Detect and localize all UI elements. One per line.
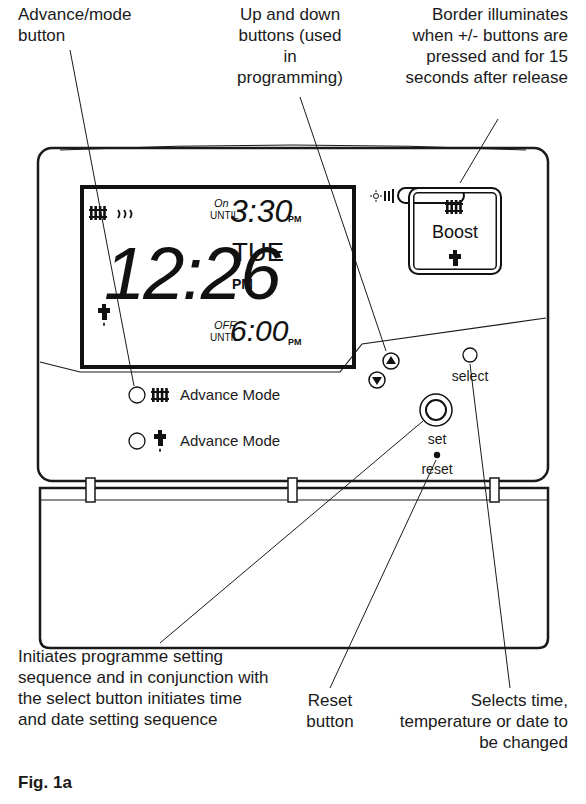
boost-button: Boost [408, 187, 502, 275]
button-label: reset [397, 460, 477, 478]
node-text: 6:00 [230, 316, 288, 346]
callout-label: Reset button [282, 690, 378, 732]
button-label: Advance Mode [180, 385, 330, 404]
callout-label: Selects time, temperature or date to be … [398, 690, 568, 753]
button-label: Advance Mode [180, 431, 330, 450]
node-text: 3:30 [230, 195, 292, 227]
callout-label: Up and down buttons (used in programming… [232, 4, 348, 88]
button-label: set [397, 430, 477, 448]
node-text: On [214, 198, 229, 209]
lcd-screen: OnUNTIL3:30PM12:26TUEPMOFFUNTIL6:00PM [80, 185, 356, 369]
node-text: PM [288, 338, 302, 347]
node-text: Boost [410, 223, 500, 241]
node-text: TUE [232, 239, 284, 265]
callout-label: Border illuminates when +/- buttons are … [400, 4, 568, 88]
callout-label: Advance/mode button [18, 4, 143, 46]
figure-caption: Fig. 1a [18, 772, 72, 793]
node-text: PM [232, 277, 253, 291]
callout-label: Initiates programme setting sequence and… [18, 646, 270, 730]
button-label: select [430, 367, 510, 385]
node-text: PM [288, 215, 302, 224]
